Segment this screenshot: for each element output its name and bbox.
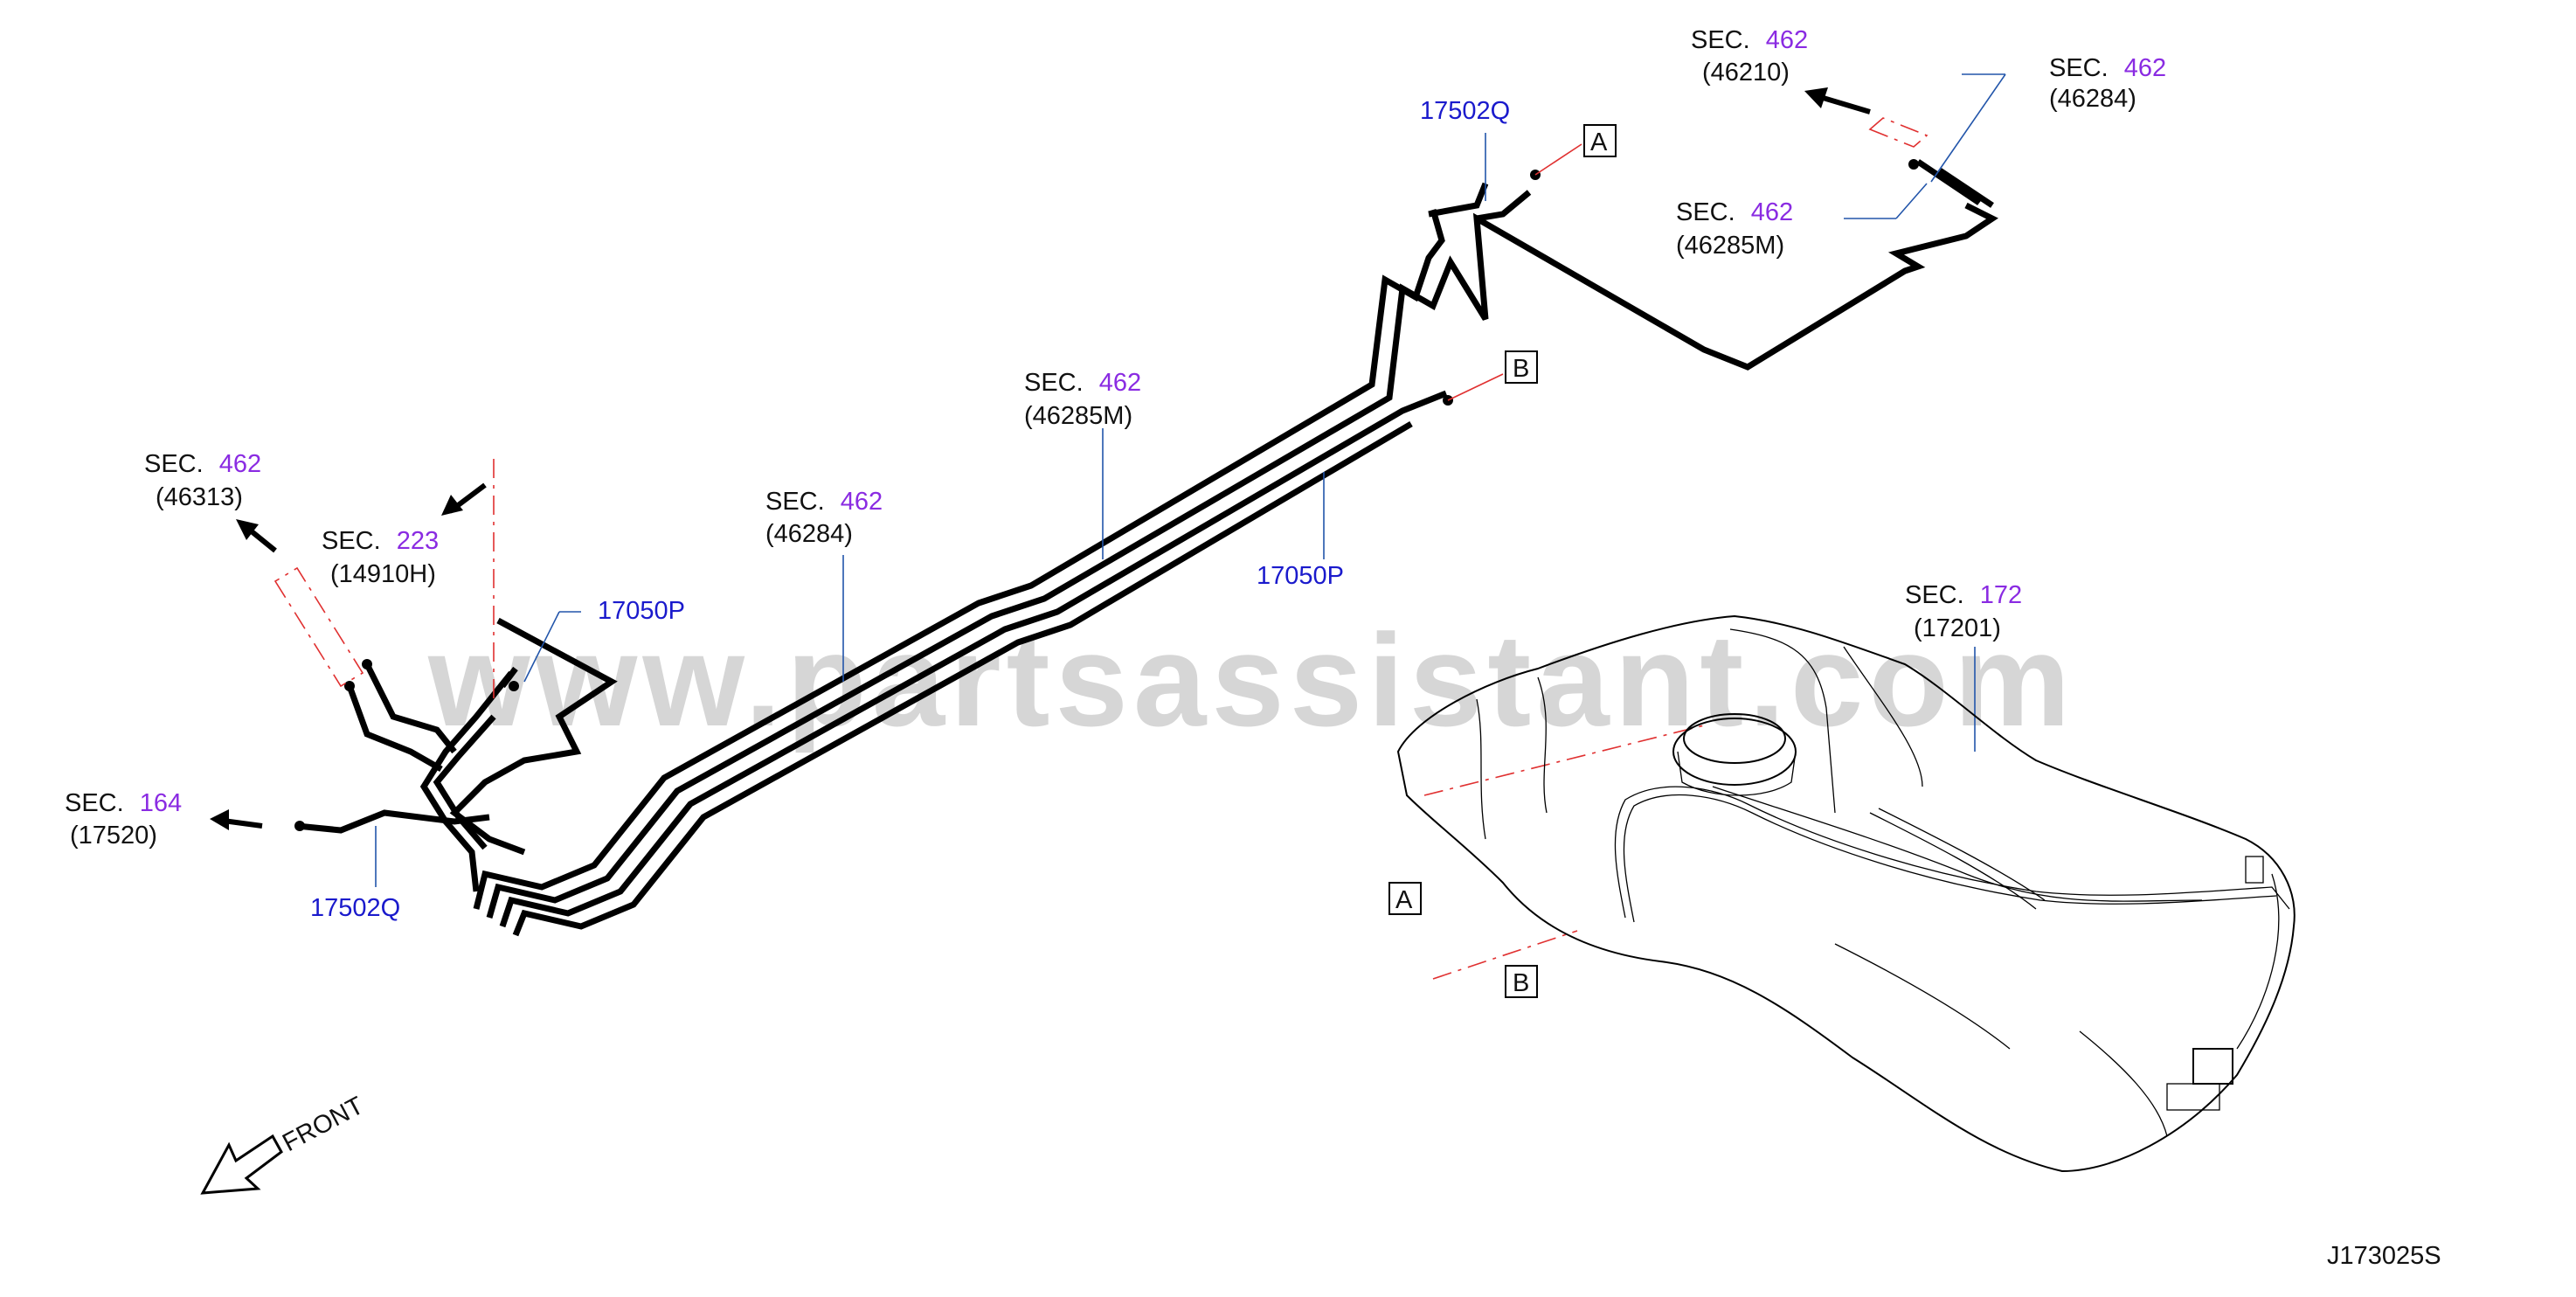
- section-ref-46284-top[interactable]: SEC.462 (46284): [2049, 54, 2166, 113]
- fuel-tank[interactable]: [1396, 614, 2296, 1173]
- fuel-tube-bundle[interactable]: [473, 202, 1998, 937]
- callout-box-b-tank: B: [1505, 965, 1538, 998]
- svg-text:(46210): (46210): [1702, 59, 1790, 87]
- svg-text:A: A: [1395, 886, 1413, 914]
- callout-box-a-top: A: [1583, 124, 1617, 157]
- arrow-icons: [210, 87, 1871, 830]
- svg-text:SEC.172: SEC.172: [1905, 581, 2022, 609]
- front-label: FRONT: [278, 1092, 368, 1157]
- callout-box-b-mid: B: [1505, 350, 1538, 384]
- callout-lines: [274, 117, 1929, 980]
- leader-lines: [375, 73, 2006, 887]
- svg-text:B: B: [1513, 355, 1529, 383]
- watermark: www.partsassistant.com: [427, 607, 2075, 753]
- svg-text:(46284): (46284): [765, 520, 853, 548]
- svg-text:A: A: [1590, 128, 1608, 156]
- svg-text:SEC.462: SEC.462: [765, 488, 883, 516]
- section-ref-46313[interactable]: SEC.462 (46313): [144, 450, 261, 511]
- section-ref-46285M-mid[interactable]: SEC.462 (46285M): [1024, 369, 1141, 430]
- svg-text:(46285M): (46285M): [1676, 232, 1784, 260]
- section-ref-14910H[interactable]: SEC.223 (14910H): [322, 527, 439, 588]
- section-ref-46210[interactable]: SEC.462 (46210): [1691, 26, 1808, 87]
- part-label-17050P-left[interactable]: 17050P: [598, 597, 685, 625]
- section-ref-17520[interactable]: SEC.164 (17520): [65, 789, 182, 850]
- section-ref-17201[interactable]: SEC.172 (17201): [1905, 581, 2022, 642]
- svg-text:(17520): (17520): [70, 822, 157, 850]
- front-indicator: FRONT: [200, 1092, 369, 1195]
- svg-text:SEC.223: SEC.223: [322, 527, 439, 555]
- diagram-code: J173025S: [2327, 1242, 2441, 1270]
- svg-text:(14910H): (14910H): [330, 560, 436, 588]
- svg-text:(46284): (46284): [2049, 85, 2136, 113]
- callout-box-a-tank: A: [1388, 882, 1422, 915]
- svg-text:SEC.462: SEC.462: [1691, 26, 1808, 54]
- return-line-top[interactable]: [1428, 159, 1994, 222]
- svg-text:B: B: [1513, 969, 1529, 997]
- svg-text:SEC.164: SEC.164: [65, 789, 182, 817]
- svg-text:SEC.462: SEC.462: [144, 450, 261, 478]
- left-tube-cluster[interactable]: [296, 617, 618, 892]
- canister-icon: [2192, 1048, 2233, 1085]
- fitting-dots: [294, 159, 1919, 831]
- section-ref-46284-mid[interactable]: SEC.462 (46284): [765, 488, 883, 548]
- svg-text:SEC.462: SEC.462: [1676, 198, 1793, 226]
- section-ref-46285M-top[interactable]: SEC.462 (46285M): [1676, 198, 1793, 260]
- svg-text:(17201): (17201): [1914, 614, 2001, 642]
- front-arrow-icon: [200, 1134, 283, 1195]
- part-label-17050P-mid[interactable]: 17050P: [1257, 562, 1344, 590]
- svg-text:SEC.462: SEC.462: [1024, 369, 1141, 397]
- svg-text:SEC.462: SEC.462: [2049, 54, 2166, 82]
- part-label-17502Q-top[interactable]: 17502Q: [1420, 97, 1510, 125]
- svg-text:(46313): (46313): [156, 483, 243, 511]
- svg-text:(46285M): (46285M): [1024, 402, 1132, 430]
- part-label-17502Q-left[interactable]: 17502Q: [310, 894, 400, 922]
